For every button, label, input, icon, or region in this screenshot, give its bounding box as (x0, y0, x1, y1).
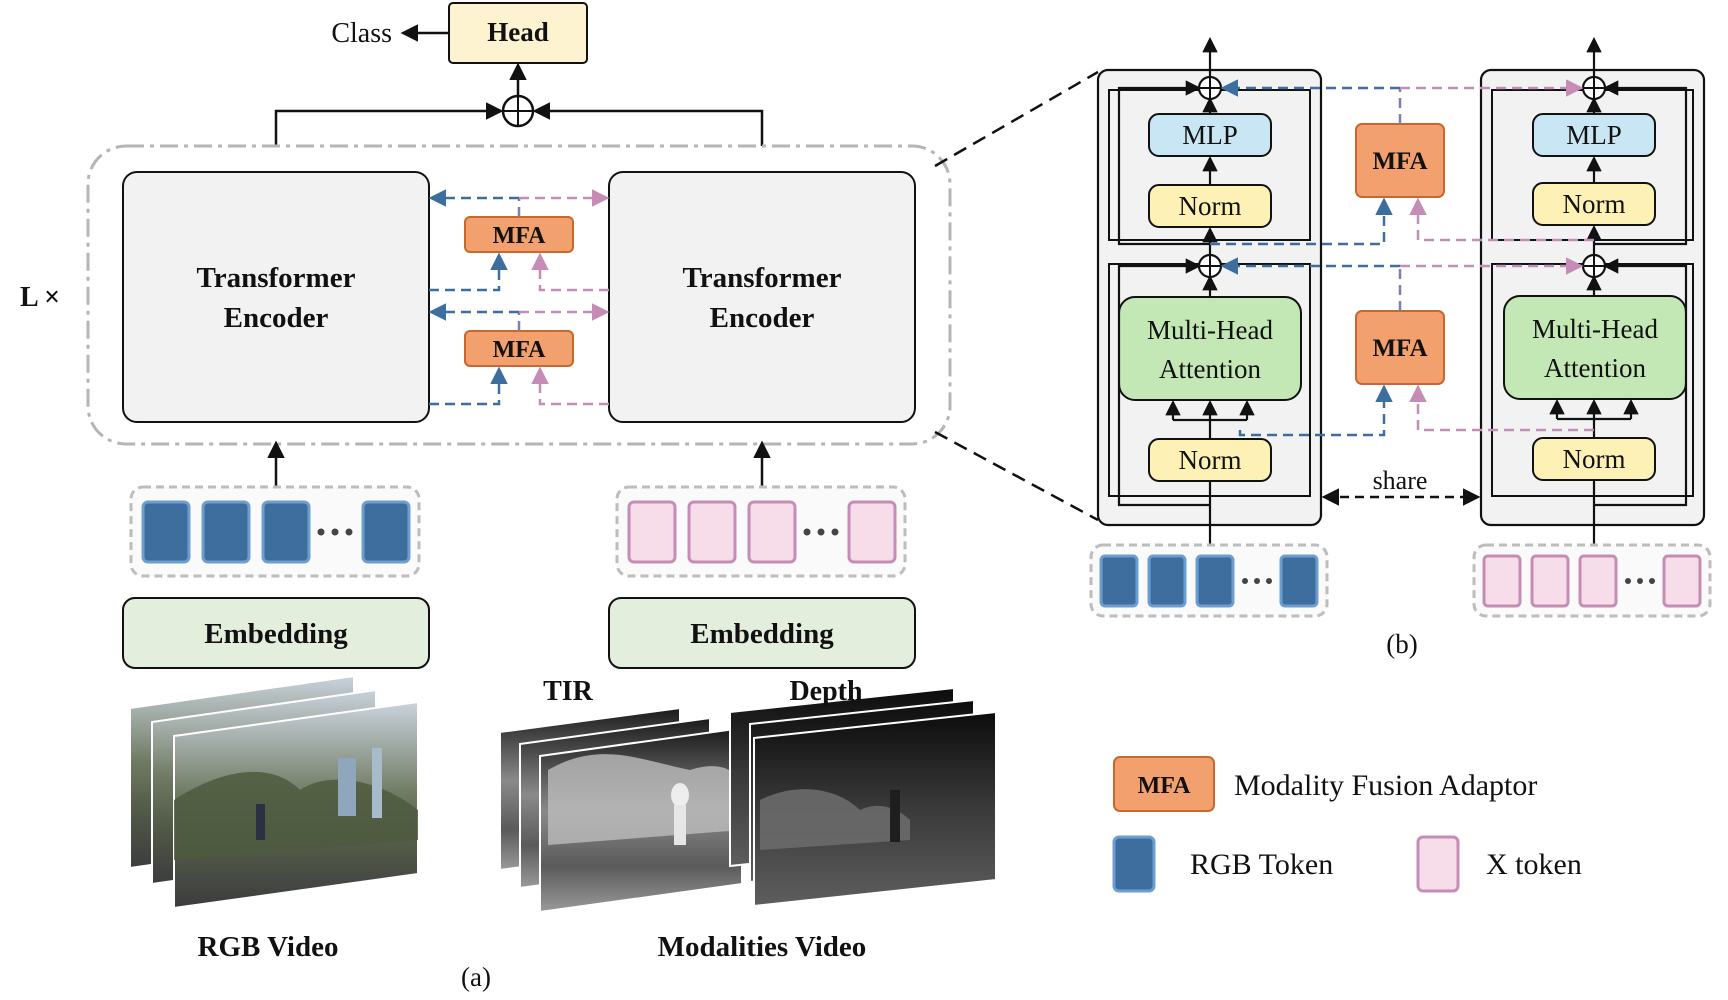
rgb-token (361, 500, 411, 564)
mha-right-box (1503, 295, 1687, 400)
encoder-x-line1: Transformer (683, 262, 842, 294)
encoder-rgb-line1: Transformer (197, 262, 356, 294)
x-token (1578, 554, 1618, 608)
legend-mfa-text: Modality Fusion Adaptor (1234, 769, 1537, 802)
rgb-ellipsis-dot (1242, 578, 1248, 584)
norm-top-left-label: Norm (1179, 191, 1242, 221)
mfa-b-bottom-label: MFA (1372, 335, 1427, 362)
mfa-top-label: MFA (493, 223, 547, 249)
depth-label: Depth (789, 676, 863, 707)
rgb-token (1099, 554, 1139, 608)
rgb-token (141, 500, 191, 564)
encoder-rgb (122, 171, 430, 423)
embedding-x-box (608, 597, 916, 669)
x-token (687, 500, 737, 564)
rgb-token (1195, 554, 1235, 608)
modalities-video-frames (499, 686, 997, 914)
embedding-rgb-box (122, 597, 430, 669)
block-left-sums (1197, 75, 1223, 279)
panel-a: Head Class L × Transformer Encoder Trans… (20, 2, 997, 992)
panel-b-label: (b) (1386, 629, 1417, 659)
rgb-ellipsis-dot (1254, 578, 1260, 584)
mfa-bottom-label: MFA (493, 337, 547, 363)
layers-label: L × (20, 282, 60, 313)
mlp-right-label: MLP (1566, 120, 1622, 150)
x-ellipsis-dot (1625, 578, 1631, 584)
mha-left-line2: Attention (1159, 354, 1261, 384)
legend: MFA Modality Fusion Adaptor RGB Token X … (1112, 756, 1582, 893)
x-ellipsis-dot (1649, 578, 1655, 584)
norm-bottom-right-label: Norm (1563, 444, 1626, 474)
rgb-tokens (141, 500, 411, 564)
x-tokens (627, 500, 897, 564)
x-token (627, 500, 677, 564)
mha-left-box (1118, 296, 1302, 401)
rgb-ellipsis-dot (1266, 578, 1272, 584)
layer-group-frame (86, 144, 952, 446)
rgb-ellipsis-dot (331, 528, 339, 536)
zoom-line-top (934, 70, 1099, 168)
rgb-token (1279, 554, 1319, 608)
x-ellipsis-dot (1637, 578, 1643, 584)
embedding-x-label: Embedding (690, 618, 834, 650)
class-label: Class (331, 18, 392, 49)
block-left-flow (1117, 36, 1255, 548)
mfa-connections-b (1210, 79, 1594, 437)
legend-rgb-token-text: RGB Token (1190, 848, 1333, 881)
x-ellipsis-dot (803, 528, 811, 536)
x-tokens-b (1482, 554, 1702, 608)
mha-left-line1: Multi-Head (1147, 315, 1273, 345)
rgb-to-sum-line (274, 102, 504, 146)
legend-mfa-box-label: MFA (1138, 773, 1192, 799)
head-label: Head (487, 17, 549, 47)
encoder-x (608, 171, 916, 423)
x-ellipsis-dot (817, 528, 825, 536)
norm-bottom-left-label: Norm (1179, 445, 1242, 475)
legend-mfa-box (1113, 756, 1215, 812)
x-token (1530, 554, 1570, 608)
rgb-video-frames (129, 674, 419, 910)
rgb-ellipsis-dot (317, 528, 325, 536)
mfa-b-top-label: MFA (1372, 148, 1427, 175)
rgb-tokens-b (1099, 554, 1319, 608)
encoder-x-line2: Encoder (710, 302, 815, 334)
tir-label: TIR (543, 676, 594, 707)
mha-right-line1: Multi-Head (1532, 314, 1658, 344)
share-label: share (1373, 466, 1428, 495)
x-token (747, 500, 797, 564)
panel-b: MLP Norm Multi-Head Attention Norm MLP N… (1089, 36, 1712, 659)
rgb-token (201, 500, 251, 564)
rgb-video-label: RGB Video (198, 931, 339, 963)
encoder-rgb-line2: Encoder (224, 302, 329, 334)
legend-x-token-text: X token (1486, 848, 1582, 881)
panel-a-label: (a) (461, 962, 491, 992)
mlp-left-label: MLP (1182, 120, 1238, 150)
mfa-connections-a (428, 189, 610, 406)
x-token (847, 500, 897, 564)
legend-x-token (1416, 835, 1460, 893)
embedding-rgb-label: Embedding (204, 618, 348, 650)
rgb-token (1147, 554, 1187, 608)
modalities-video-label: Modalities Video (658, 931, 867, 963)
legend-rgb-token (1112, 835, 1156, 893)
block-right-flow (1549, 36, 1688, 548)
x-ellipsis-dot (831, 528, 839, 536)
x-token (1482, 554, 1522, 608)
zoom-line-bottom (934, 430, 1099, 522)
mha-right-line2: Attention (1544, 353, 1646, 383)
rgb-token (261, 500, 311, 564)
x-to-sum-line (532, 102, 764, 146)
x-token (1662, 554, 1702, 608)
norm-top-right-label: Norm (1563, 189, 1626, 219)
rgb-ellipsis-dot (345, 528, 353, 536)
